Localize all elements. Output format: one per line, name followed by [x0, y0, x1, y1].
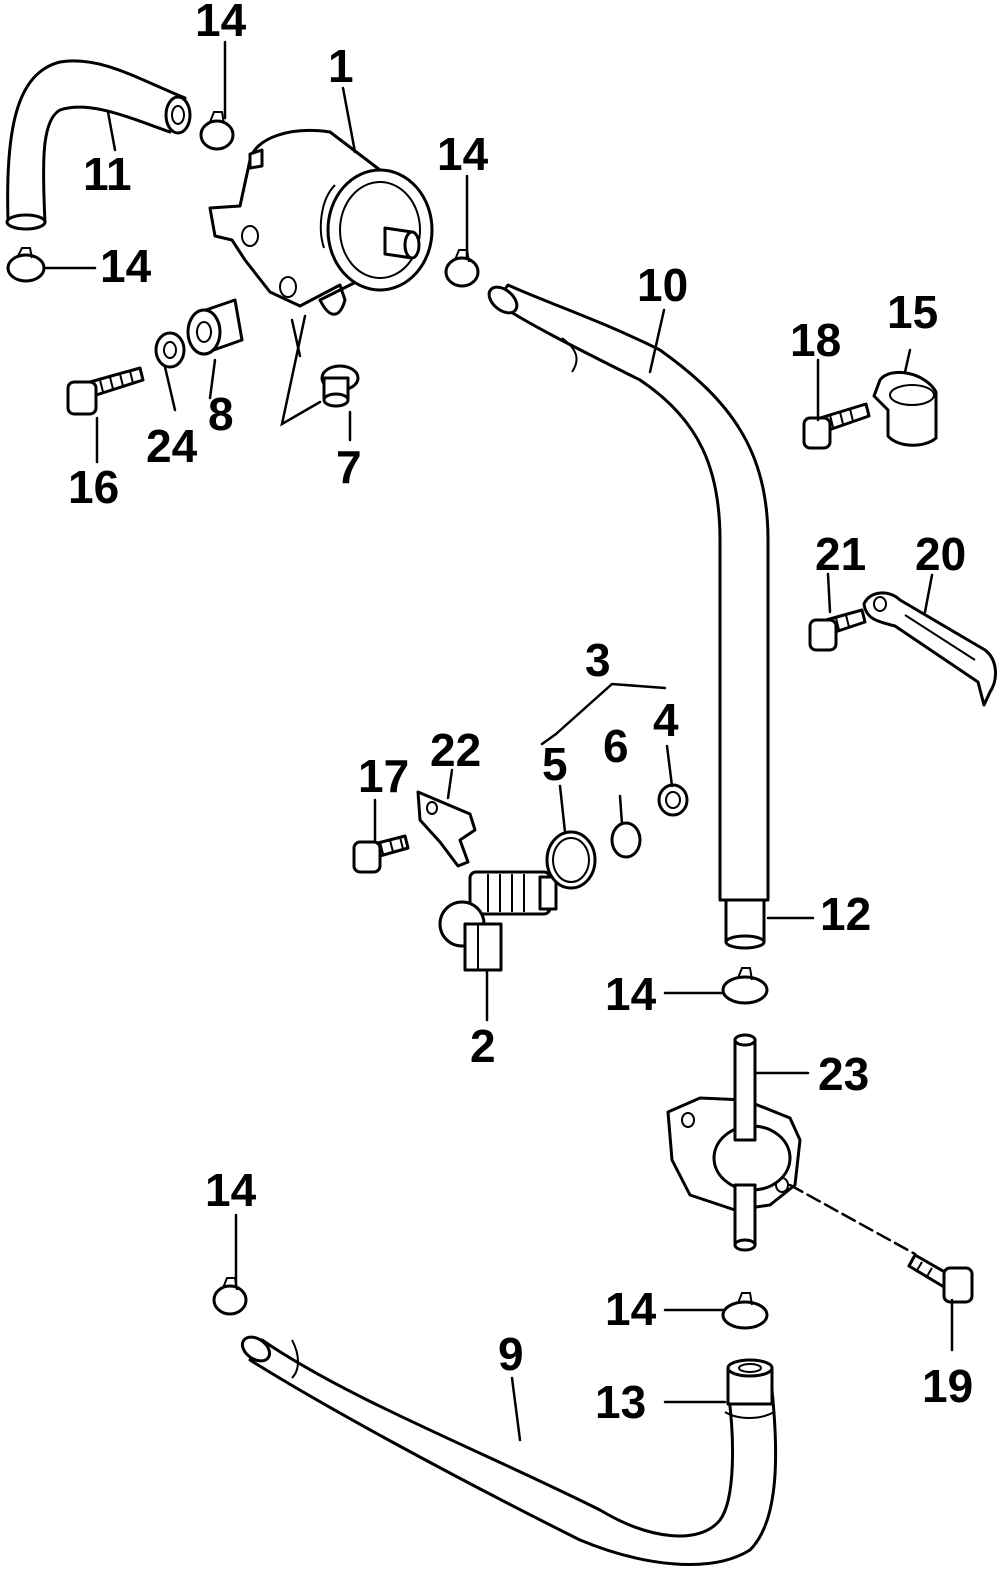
clamp-14-lower	[212, 1277, 248, 1316]
callout-14-top: 14	[195, 0, 247, 46]
o-ring-6	[610, 821, 642, 859]
seal-4	[657, 783, 689, 817]
washer-24	[154, 331, 186, 369]
o-ring-5	[545, 830, 597, 890]
callout-21: 21	[815, 528, 866, 580]
hose-end-13	[726, 1358, 774, 1406]
washer-24-inner	[163, 341, 177, 359]
callout-14-lower: 14	[205, 1164, 257, 1216]
strap-20	[862, 591, 997, 707]
callout-13: 13	[595, 1376, 646, 1428]
bolt-18	[802, 402, 871, 450]
callout-5: 5	[542, 738, 568, 790]
callout-4: 4	[653, 694, 679, 746]
callout-18: 18	[790, 314, 841, 366]
grommet-8	[186, 298, 244, 356]
o-ring-5-inner	[552, 837, 590, 883]
callout-17: 17	[358, 750, 409, 802]
clamp-14-top	[199, 111, 235, 151]
fuel-filter-1	[208, 128, 434, 316]
hose-fitting-12	[724, 898, 766, 950]
callout-15: 15	[887, 286, 938, 338]
callout-16: 16	[68, 461, 119, 513]
bolt-19	[907, 1253, 974, 1304]
callout-23: 23	[818, 1048, 869, 1100]
clamp-14-center	[721, 967, 769, 1005]
callout-12: 12	[820, 888, 871, 940]
callout-22: 22	[430, 724, 481, 776]
bolt-16	[66, 366, 145, 416]
callout-2: 2	[470, 1020, 496, 1072]
callout-9: 9	[498, 1328, 524, 1380]
hose-11	[5, 59, 192, 231]
callout-8: 8	[208, 388, 234, 440]
callout-10: 10	[637, 259, 688, 311]
callout-20: 20	[915, 528, 966, 580]
callout-24: 24	[146, 420, 198, 472]
collar-7	[320, 364, 360, 408]
callout-14-mid: 14	[437, 128, 489, 180]
clamp-14-mid	[444, 249, 480, 288]
callout-14-center: 14	[605, 968, 657, 1020]
callout-14-bottom: 14	[605, 1283, 657, 1335]
bracket-22	[416, 790, 477, 868]
clamp-15	[872, 370, 938, 447]
clamp-14-left	[6, 247, 46, 283]
callout-1: 1	[328, 40, 354, 92]
clamp-14-bottom	[721, 1292, 769, 1330]
callout-3: 3	[585, 634, 611, 686]
valve-23	[666, 1033, 802, 1252]
leader-lines	[43, 40, 954, 1442]
bolt-21	[808, 608, 867, 652]
hose-10	[487, 283, 770, 902]
bolt-17	[352, 834, 410, 874]
callout-14-left: 14	[100, 240, 152, 292]
callout-7: 7	[336, 441, 362, 493]
callout-19: 19	[922, 1360, 973, 1412]
callout-6: 6	[603, 720, 629, 772]
injector-2	[438, 870, 558, 972]
callout-11: 11	[83, 148, 132, 200]
seal-4-inner	[665, 791, 681, 809]
